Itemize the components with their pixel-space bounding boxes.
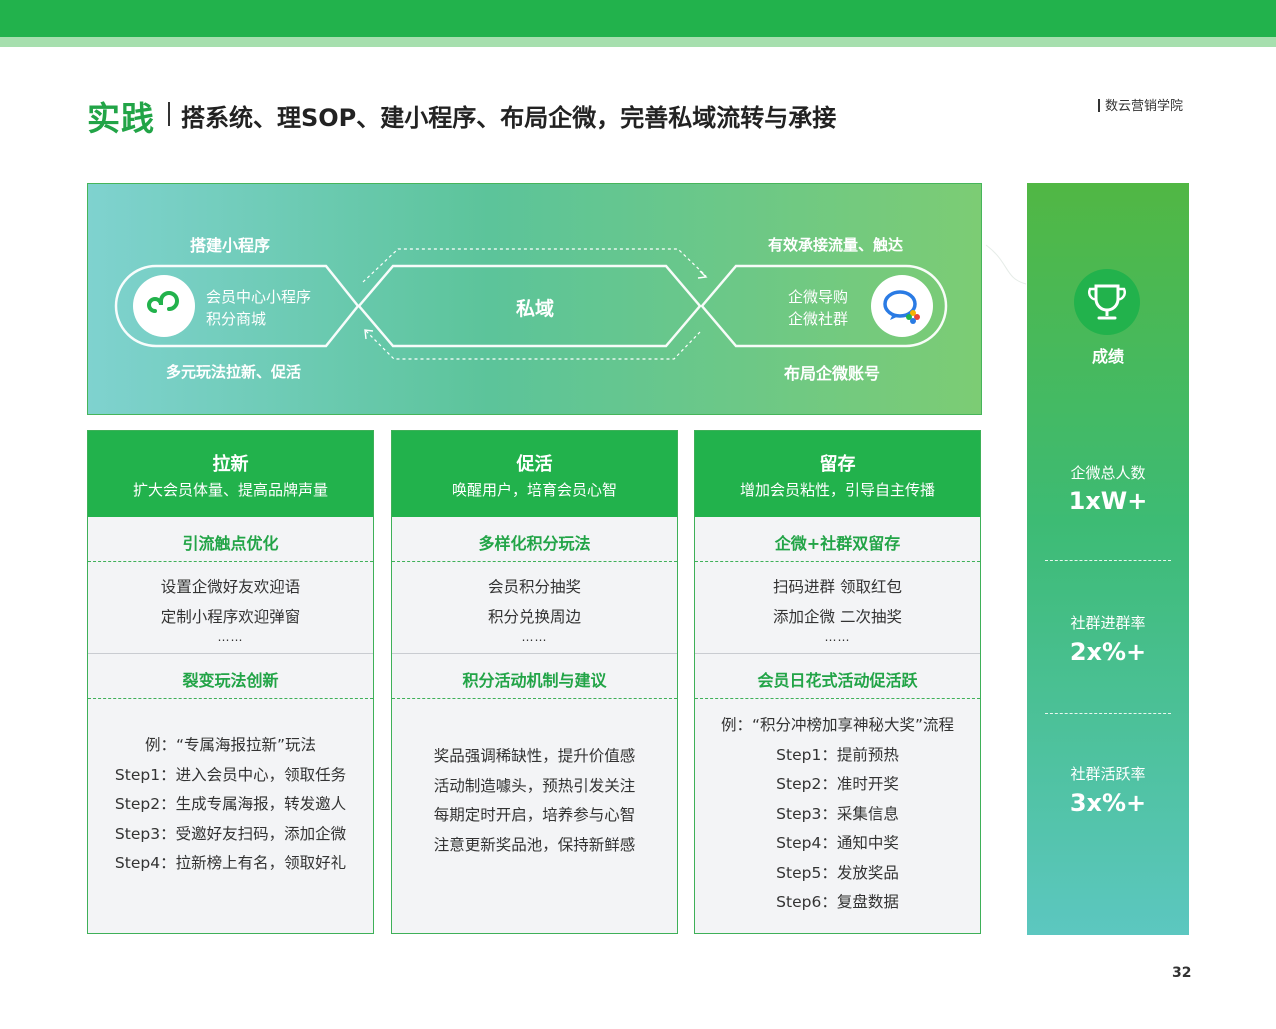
top-color-bar <box>0 0 1276 37</box>
mini-program-icon <box>133 275 195 337</box>
section-divider <box>695 698 980 699</box>
page-number: 32 <box>1172 965 1192 981</box>
metric-label: 社群进群率 <box>1070 614 1146 632</box>
line-item: Step4：通知中奖 <box>776 834 899 852</box>
metric-value: 1xW+ <box>1068 487 1148 515</box>
column-title: 留存 <box>819 454 856 475</box>
section-title: 裂变玩法创新 <box>182 671 279 690</box>
line-item: Step6：复盘数据 <box>776 893 899 911</box>
section-lines: 会员积分抽奖 积分兑换周边 <box>392 573 677 632</box>
column-activation: 促活 唤醒用户，培育会员心智 多样化积分玩法 会员积分抽奖 积分兑换周边 …… … <box>391 430 678 934</box>
flow-label-build-miniprogram: 搭建小程序 <box>190 236 271 255</box>
line-item: 注意更新奖品池，保持新鲜感 <box>433 835 636 854</box>
results-title: 成绩 <box>1091 347 1124 366</box>
ellipsis: …… <box>521 630 548 644</box>
line-item: 会员积分抽奖 <box>487 578 581 596</box>
ellipsis: …… <box>217 630 244 644</box>
column-header: 促活 唤醒用户，培育会员心智 <box>392 431 677 517</box>
line-item: 例：“专属海报拉新”玩法 <box>144 736 317 754</box>
column-subtitle: 扩大会员体量、提高品牌声量 <box>132 481 328 499</box>
line-item: 例：“积分冲榜加享神秘大奖”流程 <box>720 716 955 734</box>
column-title: 拉新 <box>212 454 249 475</box>
results-panel: 成绩 企微总人数 1xW+ 社群进群率 2x%+ 社群活跃率 3x%+ <box>1027 183 1189 935</box>
line-item: Step3：采集信息 <box>776 804 899 823</box>
line-item: 积分兑换周边 <box>487 607 581 626</box>
left-pill-text: 会员中心小程序 积分商城 <box>206 286 311 330</box>
line-item: 添加企微 二次抽奖 <box>773 607 902 626</box>
line-item: Step1：提前预热 <box>776 745 899 764</box>
line-item: Step2：生成专属海报，转发邀人 <box>114 795 347 813</box>
metric-divider <box>1045 560 1171 561</box>
line-item: 设置企微好友欢迎语 <box>160 578 301 596</box>
line-item: 奖品强调稀缺性，提升价值感 <box>433 747 636 765</box>
column-retention: 留存 增加会员粘性，引导自主传播 企微+社群双留存 扫码进群 领取红包 添加企微… <box>694 430 981 934</box>
metric-divider <box>1045 713 1171 714</box>
section-title: 多样化积分玩法 <box>478 534 591 553</box>
section-divider <box>695 561 980 562</box>
center-private-domain-label: 私域 <box>516 298 555 320</box>
line-item: Step1：进入会员中心，领取任务 <box>114 765 347 784</box>
section-divider <box>392 561 677 562</box>
column-acquisition: 拉新 扩大会员体量、提高品牌声量 引流触点优化 设置企微好友欢迎语 定制小程序欢… <box>87 430 374 934</box>
private-domain-flow-banner: 搭建小程序 多元玩法拉新、促活 有效承接流量、触达 布局企微账号 会员中心小程序… <box>87 183 982 415</box>
wecom-icon <box>871 275 933 337</box>
flow-label-multi-play: 多元玩法拉新、促活 <box>166 363 302 381</box>
metric-value: 3x%+ <box>1069 789 1147 817</box>
right-pill-line: 企微导购 <box>788 288 849 306</box>
page-title-accent: 实践 <box>87 99 155 138</box>
flow-diagram <box>114 248 948 360</box>
line-item: Step2：准时开奖 <box>776 775 899 793</box>
section-lines: 奖品强调稀缺性，提升价值感 活动制造噱头，预热引发关注 每期定时开启，培养参与心… <box>392 742 677 860</box>
section-divider <box>88 698 373 699</box>
section-lines: 例：“积分冲榜加享神秘大奖”流程 Step1：提前预热 Step2：准时开奖 S… <box>695 711 980 918</box>
results-connector-brace <box>982 243 1027 723</box>
flow-label-traffic: 有效承接流量、触达 <box>768 236 904 254</box>
metric-label: 企微总人数 <box>1070 464 1146 482</box>
section-title: 会员日花式活动促活跃 <box>757 671 918 690</box>
section-lines: 设置企微好友欢迎语 定制小程序欢迎弹窗 <box>88 573 373 632</box>
line-item: 活动制造噱头，预热引发关注 <box>433 776 636 795</box>
section-lines: 扫码进群 领取红包 添加企微 二次抽奖 <box>695 573 980 632</box>
section-divider <box>88 561 373 562</box>
line-item: 每期定时开启，培养参与心智 <box>433 806 636 824</box>
line-item: Step4：拉新榜上有名，领取好礼 <box>114 854 347 872</box>
column-subtitle: 唤醒用户，培育会员心智 <box>451 481 617 499</box>
metric-value: 2x%+ <box>1069 638 1147 666</box>
section-separator <box>392 653 677 654</box>
left-pill-line: 积分商城 <box>206 310 267 328</box>
brand-label: 数云营销学院 <box>1098 95 1183 114</box>
top-color-bar-light <box>0 37 1276 47</box>
trophy-icon <box>1074 269 1140 335</box>
line-item: Step3：受邀好友扫码，添加企微 <box>114 824 347 843</box>
line-item: Step5：发放奖品 <box>776 863 899 882</box>
column-subtitle: 增加会员粘性，引导自主传播 <box>739 481 935 499</box>
right-pill-text: 企微导购 企微社群 <box>788 286 848 330</box>
section-title: 积分活动机制与建议 <box>462 671 607 690</box>
column-title: 促活 <box>516 454 553 475</box>
section-lines: 例：“专属海报拉新”玩法 Step1：进入会员中心，领取任务 Step2：生成专… <box>88 731 373 879</box>
title-divider <box>168 102 170 126</box>
section-title: 引流触点优化 <box>182 534 279 553</box>
section-divider <box>392 698 677 699</box>
flow-label-wecom-account: 布局企微账号 <box>784 364 881 383</box>
section-separator <box>695 653 980 654</box>
page-title: 搭系统、理SOP、建小程序、布局企微，完善私域流转与承接 <box>181 104 837 132</box>
metric-label: 社群活跃率 <box>1070 765 1146 783</box>
line-item: 定制小程序欢迎弹窗 <box>160 607 301 626</box>
right-pill-line: 企微社群 <box>788 310 849 328</box>
column-header: 留存 增加会员粘性，引导自主传播 <box>695 431 980 517</box>
section-title: 企微+社群双留存 <box>774 534 901 553</box>
ellipsis: …… <box>824 630 851 644</box>
section-separator <box>88 653 373 654</box>
left-pill-line: 会员中心小程序 <box>206 288 312 306</box>
line-item: 扫码进群 领取红包 <box>773 578 902 596</box>
column-header: 拉新 扩大会员体量、提高品牌声量 <box>88 431 373 517</box>
